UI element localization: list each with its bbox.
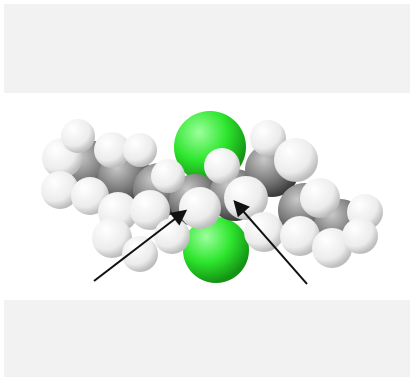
hydrogen-atom [154, 218, 190, 254]
hydrogen-atom [250, 120, 286, 156]
hydrogen-atom [151, 159, 185, 193]
hydrogen-atom [179, 187, 221, 229]
hydrogen-atom [61, 119, 95, 153]
annotation-arrow-left [93, 209, 188, 282]
hydrogen-atom [123, 133, 157, 167]
hydrogen-atom [94, 132, 130, 168]
hydrogen-atom [342, 218, 378, 254]
annotation-arrows [93, 199, 308, 285]
hydrogen-atom [300, 178, 340, 218]
chlorine-atom-bottom [183, 217, 249, 283]
hydrogen-atom [244, 212, 284, 252]
chlorine-atoms [174, 111, 249, 283]
hydrogen-atom [274, 138, 318, 182]
hydrogen-atom [41, 171, 79, 209]
hydrogen-atom [122, 236, 158, 272]
annotation-arrow-right [233, 199, 308, 285]
hydrogen-atom [130, 190, 170, 230]
hydrogen-atom [92, 218, 132, 258]
hydrogen-atom [312, 228, 352, 268]
hydrogen-atoms [41, 119, 383, 272]
hydrogen-atom [280, 216, 320, 256]
hydrogen-atom [204, 148, 240, 184]
